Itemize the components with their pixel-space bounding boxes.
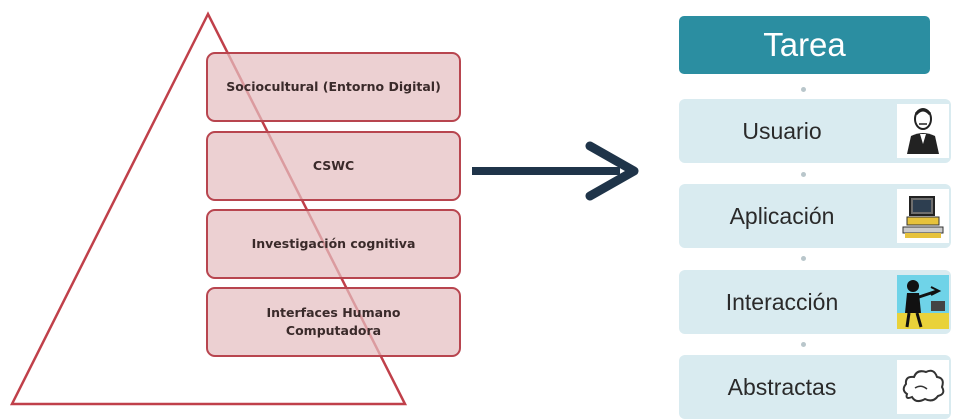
connector-dot — [801, 87, 806, 92]
pyramid-layer-sociocultural: Sociocultural (Entorno Digital) — [206, 52, 461, 122]
pyramid-layer-cswc: CSWC — [206, 131, 461, 201]
connector-dot — [801, 342, 806, 347]
pyramid-layer-cognitive: Investigación cognitiva — [206, 209, 461, 279]
task-title: Tarea — [763, 26, 846, 63]
pyramid-layer-label: Investigación cognitiva — [251, 235, 416, 251]
step-label: Abstractas — [727, 373, 837, 400]
step-interaccion: Interacción — [679, 270, 951, 334]
interaction-icon — [897, 275, 949, 329]
step-label: Interacción — [725, 288, 839, 315]
cloud-icon — [897, 360, 949, 414]
pyramid-layer-label: CSWC — [312, 157, 355, 173]
connector-dot — [801, 172, 806, 177]
step-label: Usuario — [742, 117, 822, 144]
pyramid-layer-label: Interfaces Humano Computadora — [266, 304, 401, 338]
arrow-head — [585, 141, 639, 201]
step-abstractas: Abstractas — [679, 355, 951, 419]
task-title-box: Tarea — [679, 16, 930, 74]
pyramid-layer-hci: Interfaces Humano Computadora — [206, 287, 461, 357]
step-aplicacion: Aplicación — [679, 184, 951, 248]
pyramid-layer-label: Sociocultural (Entorno Digital) — [226, 78, 441, 94]
step-usuario: Usuario — [679, 99, 951, 163]
step-label: Aplicación — [729, 202, 835, 229]
person-icon — [897, 104, 949, 158]
connector-dot — [801, 256, 806, 261]
computer-icon — [897, 189, 949, 243]
